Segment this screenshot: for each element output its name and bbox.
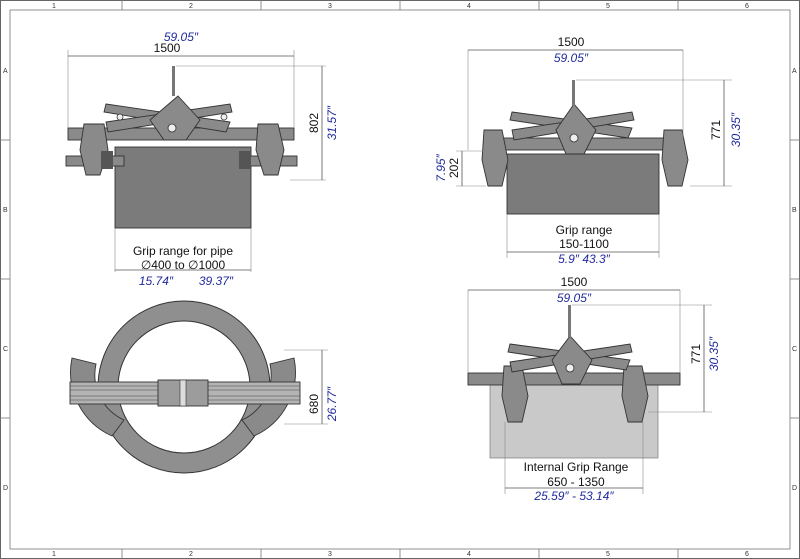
width-mm-label: 1500: [561, 275, 588, 289]
row-label-right: D: [792, 485, 797, 492]
width-inch-label: 59.05″: [557, 291, 592, 305]
row-label-left: B: [3, 207, 8, 214]
internal-grip-range: 650 - 1350: [547, 475, 605, 489]
pivot-pin: [116, 113, 124, 121]
pipe-grip-caption: Grip range for pipe: [133, 244, 233, 258]
grip-caption: Grip range: [556, 223, 613, 237]
row-label-right: B: [792, 207, 797, 214]
center-link: [555, 103, 597, 155]
load-block: [506, 153, 660, 215]
side-mm-label: 202: [447, 158, 461, 178]
col-label-top: 5: [606, 3, 610, 10]
view-internal-grip: 1500 59.05″ 771 30.35″ Internal Grip Ran…: [467, 275, 721, 503]
width-inch-label: 59.05″: [554, 51, 589, 65]
side-inch-label: 7.95″: [434, 153, 448, 181]
lift-eye: [572, 80, 575, 106]
col-label-bottom: 3: [328, 551, 332, 558]
grip-range-inch: 5.9″ 43.3″: [558, 252, 611, 266]
row-label-right: C: [792, 346, 797, 353]
height-inch-label: 30.35″: [707, 336, 721, 371]
right-jaw: [255, 123, 285, 176]
left-jaw: [481, 129, 509, 187]
view-plan: 680 26.77″: [69, 300, 339, 474]
col-label-bottom: 4: [467, 551, 471, 558]
row-label-left: D: [3, 485, 8, 492]
right-jaw: [661, 129, 689, 187]
grid-labels: 1 2 3 4 5 6 1 2 3 4 5 6 A B C D A B C D: [3, 3, 797, 558]
height-inch-label: 26.77″: [325, 386, 339, 422]
lift-eye: [568, 305, 571, 337]
view-pipe-grip: 59.05″ 1500 802 31.57″ Grip range for pi…: [65, 30, 339, 288]
center-link: [149, 95, 201, 141]
height-inch-label: 30.35″: [729, 112, 743, 147]
grip-range: 150-1100: [559, 237, 609, 251]
height-inch-label: 31.57″: [325, 105, 339, 140]
left-jaw: [501, 365, 529, 423]
col-label-top: 1: [52, 3, 56, 10]
col-label-bottom: 1: [52, 551, 56, 558]
internal-range-inch: 25.59″ - 53.14″: [533, 489, 614, 503]
hub-pin: [179, 379, 187, 407]
pipe-body: [114, 146, 252, 229]
col-label-top: 4: [467, 3, 471, 10]
right-jaw: [621, 365, 649, 423]
pivot-pin: [565, 363, 575, 373]
col-label-bottom: 5: [606, 551, 610, 558]
row-label-right: A: [792, 68, 797, 75]
row-label-left: A: [3, 68, 8, 75]
pivot-pin: [167, 123, 177, 133]
width-mm-label: 1500: [154, 41, 181, 55]
range-max-inch: 39.37″: [199, 274, 234, 288]
sheet-border-inner: [9, 9, 791, 550]
height-mm-label: 771: [709, 120, 723, 140]
col-label-top: 6: [745, 3, 749, 10]
pivot-pin: [569, 133, 579, 143]
pivot-pin: [220, 113, 228, 121]
height-mm-label: 680: [307, 394, 321, 414]
lift-eye: [172, 66, 175, 96]
col-label-top: 3: [328, 3, 332, 10]
view-external-grip: 1500 59.05″ 771 30.35″ 202 7.95″ Grip ra…: [434, 35, 743, 266]
height-mm-label: 802: [307, 113, 321, 133]
col-label-top: 2: [189, 3, 193, 10]
col-label-bottom: 6: [745, 551, 749, 558]
col-label-bottom: 2: [189, 551, 193, 558]
row-label-left: C: [3, 346, 8, 353]
center-link: [551, 335, 593, 385]
height-mm-label: 771: [689, 344, 703, 364]
width-inch-label: 59.05″: [164, 30, 199, 44]
range-min-inch: 15.74″: [139, 274, 174, 288]
pipe-grip-range: ∅400 to ∅1000: [141, 258, 226, 272]
width-mm-label: 1500: [558, 35, 585, 49]
left-clamp-pad: [101, 151, 113, 169]
internal-grip-caption: Internal Grip Range: [524, 460, 629, 474]
right-clamp-pad: [239, 151, 251, 169]
